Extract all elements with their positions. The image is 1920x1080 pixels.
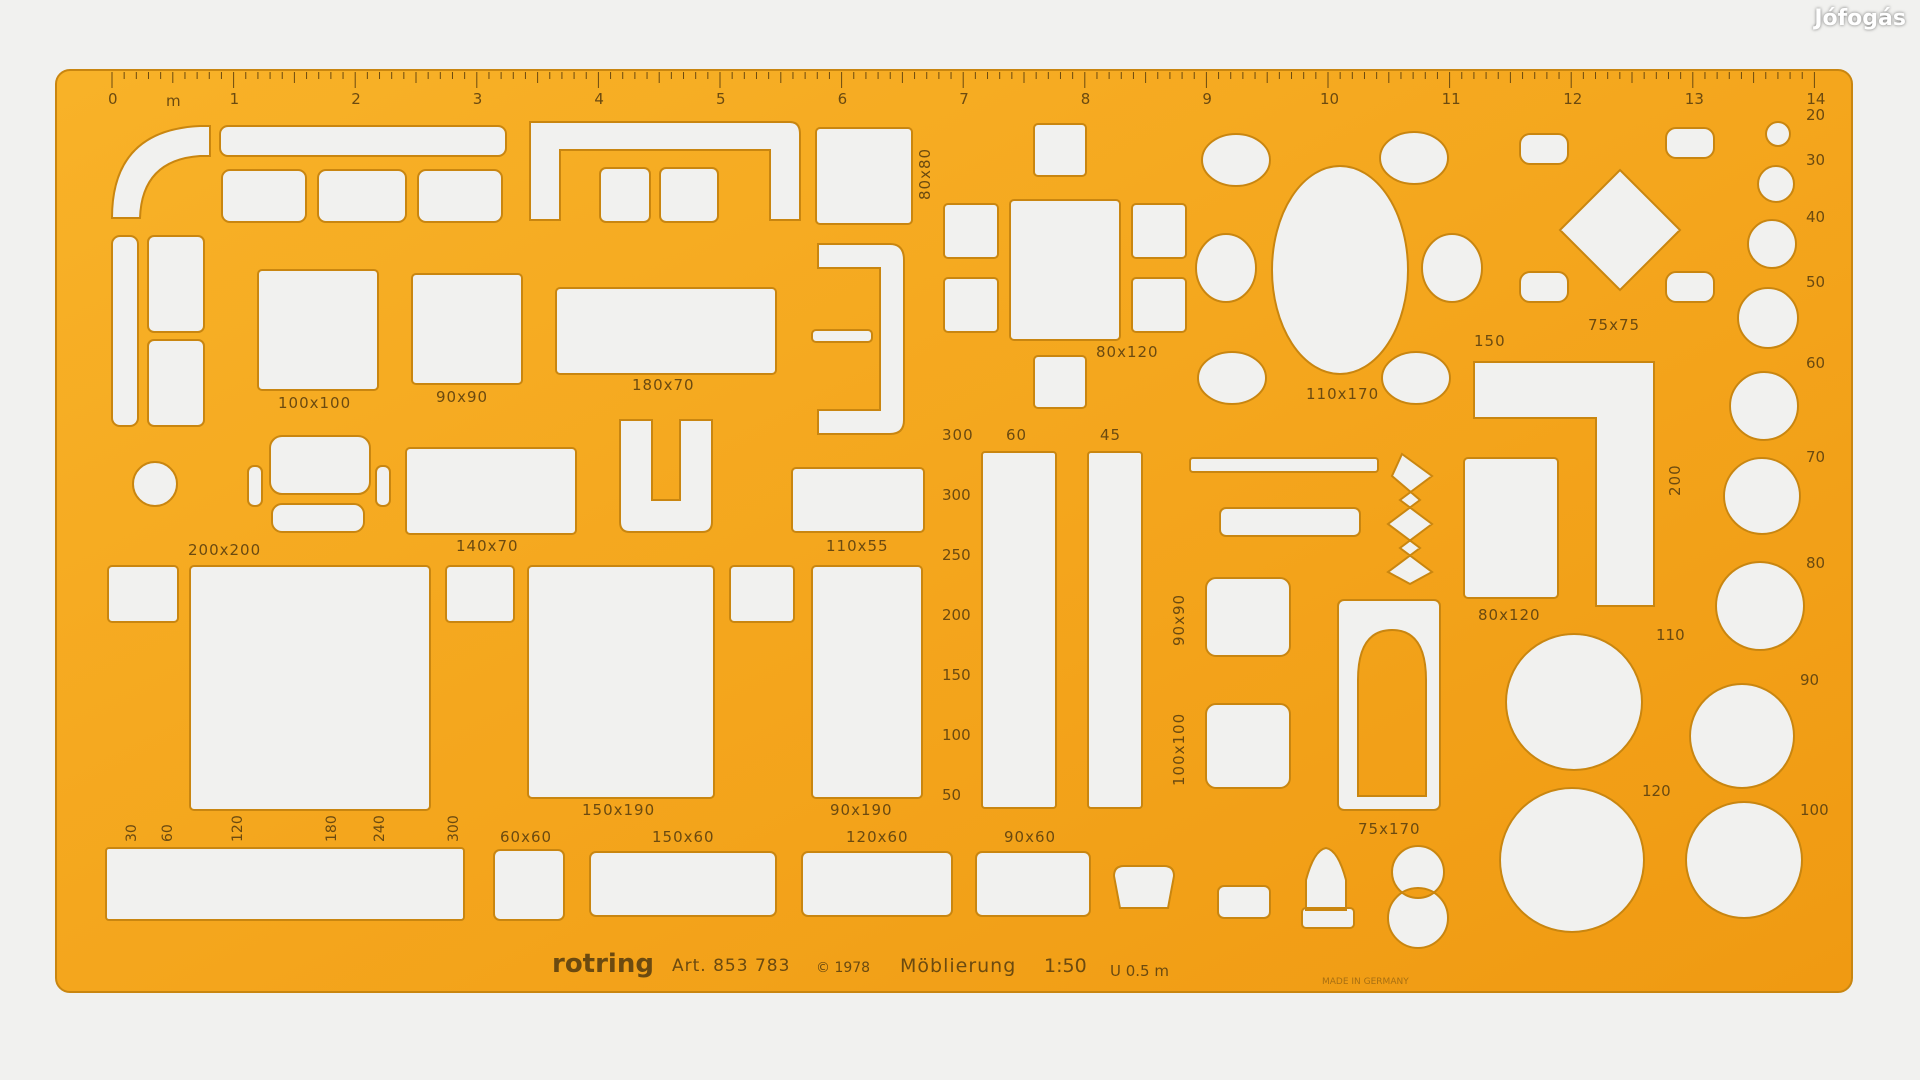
bench-scale: 30 60 120 180 240 300 — [124, 815, 462, 842]
ruler-number: 4 — [594, 90, 604, 108]
bench-scale-label: 30 — [124, 824, 140, 842]
ruler-number: 8 — [1081, 90, 1091, 108]
footer-print: rotring Art. 853 783 © 1978 Möblierung 1… — [552, 949, 1409, 987]
wardrobe-scale-label: 300 — [942, 486, 971, 504]
circle-size-label: 40 — [1806, 208, 1825, 226]
label-150x60: 150x60 — [652, 828, 715, 846]
watermark: Jófogás — [1814, 6, 1906, 31]
wardrobe-scale-label: 200 — [942, 606, 971, 624]
label-180x70: 180x70 — [632, 376, 695, 394]
ruler-number: 0 — [108, 90, 118, 108]
circle-size-label: 50 — [1806, 273, 1825, 291]
pen-mark: U 0.5 m — [1110, 962, 1169, 980]
ruler-number: 1 — [230, 90, 240, 108]
label-200x200: 200x200 — [188, 541, 261, 559]
ruler-number: 9 — [1202, 90, 1212, 108]
label-80x120: 80x120 — [1478, 606, 1541, 624]
brand-logo: rotring — [552, 949, 654, 979]
circle-size-label: 120 — [1642, 782, 1671, 800]
circle-size-label: 70 — [1806, 448, 1825, 466]
label-100x100: 100x100 — [278, 394, 351, 412]
ruler-scale — [111, 72, 1815, 88]
label-75x75: 75x75 — [1588, 316, 1640, 334]
ruler-number: 11 — [1442, 90, 1461, 108]
label-90x90: 90x90 — [436, 388, 488, 406]
label-200: 200 — [1666, 464, 1684, 496]
label-110x55: 110x55 — [826, 537, 889, 555]
circle-size-label: 60 — [1806, 354, 1825, 372]
ruler-number: 3 — [473, 90, 483, 108]
label-100x100-b: 100x100 — [1170, 713, 1188, 786]
ruler-number: 2 — [351, 90, 361, 108]
label-80x120-table: 80x120 — [1096, 343, 1159, 361]
circle-size-labels: 20 30 40 50 60 70 80 90 100 110 120 — [1642, 106, 1829, 819]
wardrobe-scale-label: 150 — [942, 666, 971, 684]
ruler-number: 12 — [1563, 90, 1582, 108]
ruler-number: 13 — [1685, 90, 1704, 108]
copyright: © 1978 — [816, 960, 870, 976]
size-labels: 100x100 90x90 180x70 80x80 80x120 110x17… — [188, 148, 1684, 846]
circle-size-label: 20 — [1806, 106, 1825, 124]
label-150x190: 150x190 — [582, 801, 655, 819]
wardrobe-scale: 300 250 200 150 100 50 — [942, 486, 971, 804]
made-in: MADE IN GERMANY — [1322, 977, 1409, 987]
wardrobe-scale-label: 50 — [942, 786, 961, 804]
label-140x70: 140x70 — [456, 537, 519, 555]
ruler-number: 14 — [1806, 90, 1825, 108]
label-110x170: 110x170 — [1306, 385, 1379, 403]
label-120x60: 120x60 — [846, 828, 909, 846]
ruler-unit: m — [166, 92, 181, 110]
label-90x60: 90x60 — [1004, 828, 1056, 846]
stencil-title: Möblierung — [900, 955, 1016, 977]
label-150: 150 — [1474, 332, 1506, 350]
label-w45: 45 — [1100, 426, 1121, 444]
label-90x90-b: 90x90 — [1170, 594, 1188, 646]
label-w300: 300 — [942, 426, 974, 444]
circle-size-label: 90 — [1800, 671, 1819, 689]
bench-scale-label: 120 — [230, 815, 246, 842]
ruler-number: 10 — [1320, 90, 1339, 108]
label-80x80: 80x80 — [916, 148, 934, 200]
circle-size-label: 80 — [1806, 554, 1825, 572]
circle-size-label: 110 — [1656, 626, 1685, 644]
bench-scale-label: 240 — [372, 815, 388, 842]
ruler-number: 5 — [716, 90, 726, 108]
bench-scale-label: 60 — [160, 824, 176, 842]
article-number: Art. 853 783 — [672, 956, 790, 976]
label-60x60: 60x60 — [500, 828, 552, 846]
wardrobe-scale-label: 100 — [942, 726, 971, 744]
label-w60: 60 — [1006, 426, 1027, 444]
wardrobe-scale-label: 250 — [942, 546, 971, 564]
bench-scale-label: 300 — [446, 815, 462, 842]
circle-size-label: 100 — [1800, 801, 1829, 819]
stencil-plate — [55, 69, 1853, 993]
bench-scale-label: 180 — [324, 815, 340, 842]
label-90x190: 90x190 — [830, 801, 893, 819]
circle-size-label: 30 — [1806, 151, 1825, 169]
label-75x170: 75x170 — [1358, 820, 1421, 838]
stencil-scale: 1:50 — [1044, 955, 1087, 977]
ruler-number: 7 — [959, 90, 969, 108]
ruler-number: 6 — [838, 90, 848, 108]
